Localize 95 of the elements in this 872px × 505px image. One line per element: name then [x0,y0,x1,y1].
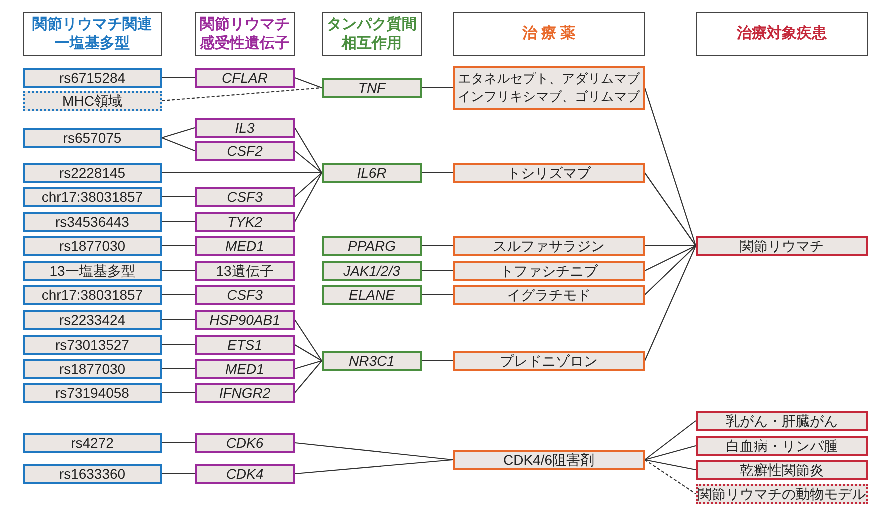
connector-line [644,246,696,362]
connector-line [162,319,195,321]
protein-box: NR3C1 [322,351,422,371]
disease-box: 関節リウマチの動物モデル [696,484,868,504]
gene-box: ETS1 [195,335,295,355]
connector-line [644,420,696,460]
connector-line [422,172,453,174]
connector-line [162,137,196,152]
snp-box: rs73194058 [23,383,162,403]
connector-line [162,87,322,102]
connector-line [422,87,453,89]
snp-box: rs6715284 [23,68,162,88]
gene-box: TYK2 [195,212,295,232]
connector-line [644,246,696,296]
column-header: 関節リウマチ関連一塩基多型 [23,12,162,56]
connector-line [162,442,195,444]
gene-box: MED1 [195,359,295,379]
connector-line [294,172,322,198]
connector-line [162,270,195,272]
connector-line [422,245,453,247]
gene-box: HSP90AB1 [195,310,295,330]
connector-line [162,392,195,394]
snp-box: rs657075 [23,128,162,148]
drug-box: トシリズマブ [453,163,645,183]
connector-line [294,150,322,174]
connector-line [644,246,696,272]
drug-box: エタネルセプト、アダリムマブインフリキシマブ、ゴリムマブ [453,66,645,110]
connector-line [162,473,195,475]
connector-line [644,172,696,246]
snp-box: rs1877030 [23,236,162,256]
connector-line [162,77,195,79]
protein-box: PPARG [322,236,422,256]
protein-box: ELANE [322,285,422,305]
snp-box: rs4272 [23,433,162,453]
protein-box: JAK1/2/3 [322,261,422,281]
snp-box: MHC領域 [23,91,162,111]
snp-box: rs1633360 [23,464,162,484]
disease-box: 関節リウマチ [696,236,868,256]
gene-box: 13遺伝子 [195,261,295,281]
gene-box: CSF2 [195,141,295,161]
connector-line [162,127,196,139]
connector-line [644,460,696,494]
disease-box: 乾癬性関節炎 [696,460,868,480]
connector-line [294,442,454,461]
connector-line [294,360,322,370]
connector-line [294,320,322,362]
column-header: 治 療 薬 [453,12,645,56]
gene-box: CSF3 [195,187,295,207]
disease-box: 白血病・リンパ腫 [696,436,868,456]
snp-box: chr17:38031857 [23,285,162,305]
snp-box: rs2233424 [23,310,162,330]
drug-box: スルファサラジン [453,236,645,256]
column-header: 治療対象疾患 [696,12,868,56]
connector-line [162,172,322,174]
connector-line [294,360,322,394]
connector-line [422,360,453,362]
connector-line [644,88,697,246]
drug-box: プレドニゾロン [453,351,645,371]
snp-box: rs1877030 [23,359,162,379]
connector-line [422,294,453,296]
connector-line [162,196,195,198]
connector-line [294,128,322,174]
connector-line [644,459,696,471]
snp-box: rs34536443 [23,212,162,232]
protein-box: IL6R [322,163,422,183]
drug-box: イグラチモド [453,285,645,305]
gene-box: IFNGR2 [195,383,295,403]
connector-line [422,270,453,272]
connector-line [294,344,322,362]
gene-box: IL3 [195,118,295,138]
connector-line [162,221,195,223]
disease-box: 乳がん・肝臓がん [696,411,868,431]
gene-box: CDK6 [195,433,295,453]
connector-line [162,368,195,370]
connector-line [162,294,195,296]
connector-line [294,459,454,475]
connector-line [294,172,322,222]
connector-line [644,445,696,461]
snp-box: chr17:38031857 [23,187,162,207]
connector-line [645,245,696,247]
gene-box: CSF3 [195,285,295,305]
snp-box: 13一塩基多型 [23,261,162,281]
connector-line [162,245,195,247]
connector-line [162,344,195,346]
column-header: 関節リウマチ感受性遺伝子 [195,12,295,56]
gene-box: CFLAR [195,68,295,88]
snp-box: rs2228145 [23,163,162,183]
drug-box: トファシチニブ [453,261,645,281]
protein-box: TNF [322,78,422,98]
gene-box: MED1 [195,236,295,256]
gene-box: CDK4 [195,464,295,484]
connector-line [294,77,322,89]
snp-box: rs73013527 [23,335,162,355]
column-header: タンパク質間相互作用 [322,12,422,56]
drug-box: CDK4/6阻害剤 [453,450,645,470]
